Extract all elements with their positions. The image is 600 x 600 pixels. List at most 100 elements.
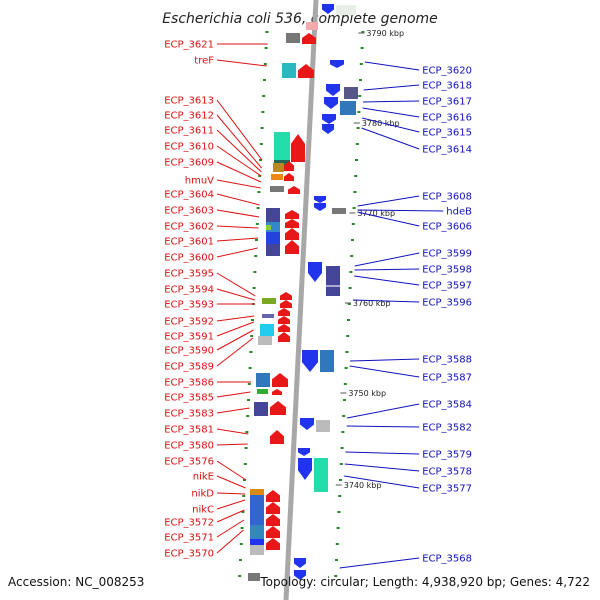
scale-tick — [261, 111, 265, 113]
left-gene-label: ECP_3613 — [164, 96, 214, 107]
scale-tick — [264, 47, 268, 49]
left-leader-line — [216, 475, 246, 489]
scale-tick — [255, 239, 258, 241]
gene-arrow — [278, 308, 290, 316]
gene-arrow — [284, 161, 294, 171]
left-leader-line — [216, 337, 254, 367]
left-gene-label: ECP_3570 — [164, 549, 214, 560]
right-leader-line — [349, 365, 420, 378]
left-gene-label: ECP_3595 — [164, 269, 214, 280]
left-leader-line — [216, 428, 249, 435]
left-gene-labels: ECP_3621treFECP_3613ECP_3612ECP_3611ECP_… — [164, 40, 268, 560]
right-leader-line — [363, 84, 420, 91]
scale-tick — [253, 271, 257, 273]
left-gene-label: ECP_3602 — [164, 222, 214, 233]
gene-block — [326, 285, 340, 287]
left-leader-line — [216, 519, 245, 538]
left-leader-line — [216, 59, 267, 67]
scale-tick — [252, 287, 256, 289]
right-gene-label: ECP_3616 — [422, 113, 472, 124]
left-gene-label: ECP_3604 — [164, 190, 214, 201]
left-gene-label: ECP_3600 — [164, 253, 214, 264]
gene-block — [262, 298, 276, 304]
gene-block — [320, 350, 334, 372]
scale-tick — [239, 543, 243, 545]
scale-tick — [247, 399, 250, 401]
gene-arrow — [322, 114, 336, 124]
scale-tick — [240, 527, 244, 529]
right-gene-label: ECP_3608 — [422, 192, 472, 203]
right-leader-line — [345, 451, 420, 455]
gene-arrow — [266, 538, 280, 550]
left-gene-label: ECP_3572 — [164, 518, 214, 529]
genome-backbone — [283, 0, 319, 600]
scale-tick — [241, 511, 245, 513]
right-gene-label: ECP_3614 — [422, 145, 472, 156]
scale-tick — [353, 191, 357, 193]
scale-tick — [249, 351, 253, 353]
map-title: Escherichia coli 536, complete genome — [162, 11, 438, 27]
gene-block — [271, 174, 283, 180]
gene-block — [250, 489, 264, 495]
right-gene-label: ECP_3568 — [422, 554, 472, 565]
gene-features — [248, 4, 358, 581]
left-gene-label: hmuV — [185, 176, 214, 187]
left-leader-line — [216, 247, 258, 258]
right-gene-label: ECP_3615 — [422, 128, 472, 139]
scale-mark-label: 3780 kbp — [362, 119, 400, 128]
gene-arrow — [314, 196, 326, 203]
gene-arrow — [285, 240, 299, 254]
scale-tick — [247, 383, 251, 385]
scale-tick — [254, 255, 258, 257]
gene-arrow — [314, 203, 326, 211]
left-gene-label: ECP_3610 — [164, 142, 214, 153]
right-gene-label: hdeB — [446, 207, 472, 218]
left-leader-line — [216, 99, 263, 161]
gene-arrow — [322, 124, 334, 134]
gene-block — [316, 420, 330, 432]
right-leader-line — [361, 127, 420, 150]
right-gene-label: ECP_3618 — [422, 81, 472, 92]
scale-tick — [258, 175, 262, 177]
gene-block — [274, 132, 290, 166]
gene-block — [250, 545, 264, 555]
scale-tick — [259, 159, 262, 161]
scale-tick — [348, 287, 352, 289]
gene-arrow — [285, 219, 299, 228]
left-gene-label: ECP_3612 — [164, 111, 214, 122]
scale-tick — [359, 63, 363, 65]
right-gene-label: ECP_3599 — [422, 249, 472, 260]
scale-tick — [360, 47, 364, 49]
gene-arrow — [302, 33, 316, 44]
scale-tick — [358, 95, 362, 97]
scale-tick — [347, 303, 351, 305]
left-gene-label: ECP_3621 — [164, 40, 214, 51]
scale-tick — [263, 63, 267, 65]
right-leader-line — [339, 557, 420, 569]
gene-arrow — [298, 448, 310, 456]
gene-arrow — [294, 558, 306, 568]
left-gene-label: ECP_3603 — [164, 206, 214, 217]
left-gene-label: nikD — [191, 489, 214, 500]
left-gene-label: nikC — [192, 505, 214, 516]
left-leader-line — [216, 509, 245, 523]
gene-block — [332, 208, 346, 214]
left-leader-line — [216, 193, 260, 206]
gene-arrow — [278, 316, 290, 324]
left-gene-label: ECP_3593 — [164, 300, 214, 311]
right-leader-line — [361, 117, 420, 133]
scale-tick — [356, 127, 360, 129]
left-gene-label: ECP_3590 — [164, 346, 214, 357]
scale-tick — [337, 511, 341, 513]
scale-tick — [342, 415, 346, 417]
right-leader-line — [354, 275, 420, 286]
gene-block — [256, 373, 270, 387]
scale-tick — [243, 479, 246, 481]
left-leader-line — [216, 225, 259, 229]
gene-arrow — [278, 332, 290, 342]
gene-block — [266, 244, 280, 256]
gene-arrow — [280, 300, 292, 308]
right-gene-label: ECP_3579 — [422, 450, 472, 461]
left-gene-label: ECP_3592 — [164, 317, 214, 328]
